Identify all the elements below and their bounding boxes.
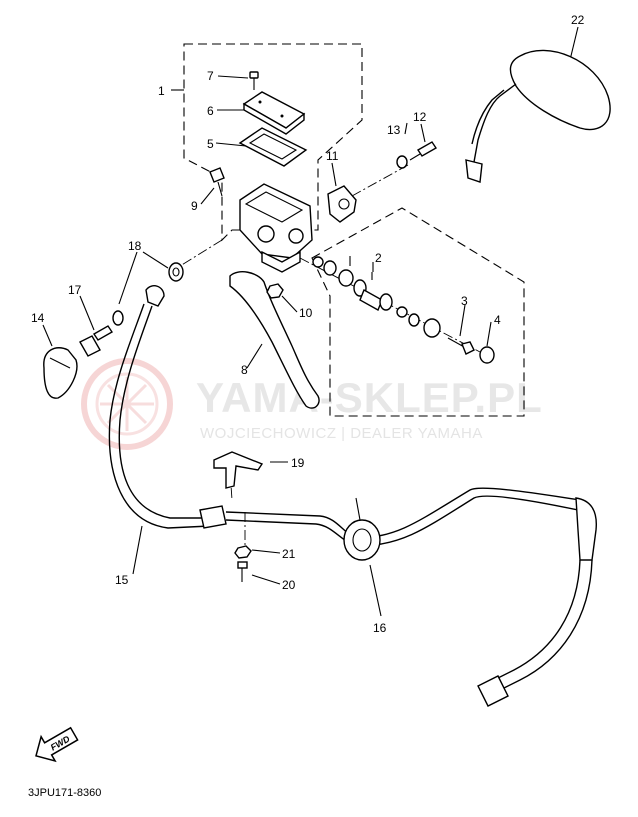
part-rear-view-mirror (465, 49, 611, 183)
part-diaphragm (238, 127, 308, 167)
callout-labels: 1 2 3 4 5 6 7 8 9 10 11 12 13 14 15 16 1… (31, 13, 585, 635)
watermark: YAMA-SKLEP.PL WOJCIECHOWICZ | DEALER YAM… (81, 358, 543, 450)
part-push-rod (447, 337, 475, 355)
callout-8: 8 (241, 363, 248, 377)
callout-4: 4 (494, 313, 501, 327)
callout-6: 6 (207, 104, 214, 118)
callout-12: 12 (413, 110, 427, 124)
watermark-logo-icon (81, 358, 173, 450)
fwd-arrow-icon: FWD (35, 726, 79, 763)
part-washer (396, 155, 408, 169)
part-master-cylinder-kit (312, 256, 441, 338)
callout-18: 18 (128, 239, 142, 253)
callout-22: 22 (571, 13, 585, 27)
part-hose-clip (213, 451, 264, 489)
part-master-cylinder-body (239, 183, 313, 273)
callout-17: 17 (68, 283, 82, 297)
callout-15: 15 (115, 573, 129, 587)
callout-11: 11 (326, 149, 339, 163)
diagram-code: 3JPU171-8360 (28, 787, 101, 799)
part-reservoir-cap (242, 91, 306, 135)
callout-2: 2 (375, 251, 382, 265)
callout-7: 7 (207, 69, 214, 83)
callout-9: 9 (191, 199, 198, 213)
part-cap-screw (249, 71, 259, 90)
callout-13: 13 (387, 123, 401, 137)
callout-16: 16 (373, 621, 387, 635)
part-nut (234, 545, 252, 559)
part-holder-bolt (409, 141, 437, 161)
part-boot (479, 346, 495, 364)
watermark-subtitle: WOJCIECHOWICZ | DEALER YAMAHA (200, 425, 483, 442)
part-gasket-18 (112, 262, 184, 326)
part-holder (327, 185, 357, 223)
part-union-bolt (79, 325, 113, 357)
callout-10: 10 (299, 306, 313, 320)
watermark-title: YAMA-SKLEP.PL (196, 374, 543, 421)
callout-1: 1 (158, 84, 165, 98)
part-lever-nut (266, 283, 284, 299)
group-box-kit (311, 207, 525, 417)
part-hose-holder (343, 497, 381, 561)
callout-3: 3 (461, 294, 468, 308)
callout-19: 19 (291, 456, 305, 470)
callout-21: 21 (282, 547, 296, 561)
part-bolt-20 (237, 561, 248, 582)
callout-14: 14 (31, 311, 45, 325)
part-clutch-hose (108, 285, 597, 707)
leader-lines (42, 26, 579, 617)
part-clutch-lever (229, 271, 320, 409)
part-bolt-9 (209, 167, 225, 197)
part-union-bolt-cover (43, 347, 78, 399)
callout-20: 20 (282, 578, 296, 592)
callout-5: 5 (207, 137, 214, 151)
